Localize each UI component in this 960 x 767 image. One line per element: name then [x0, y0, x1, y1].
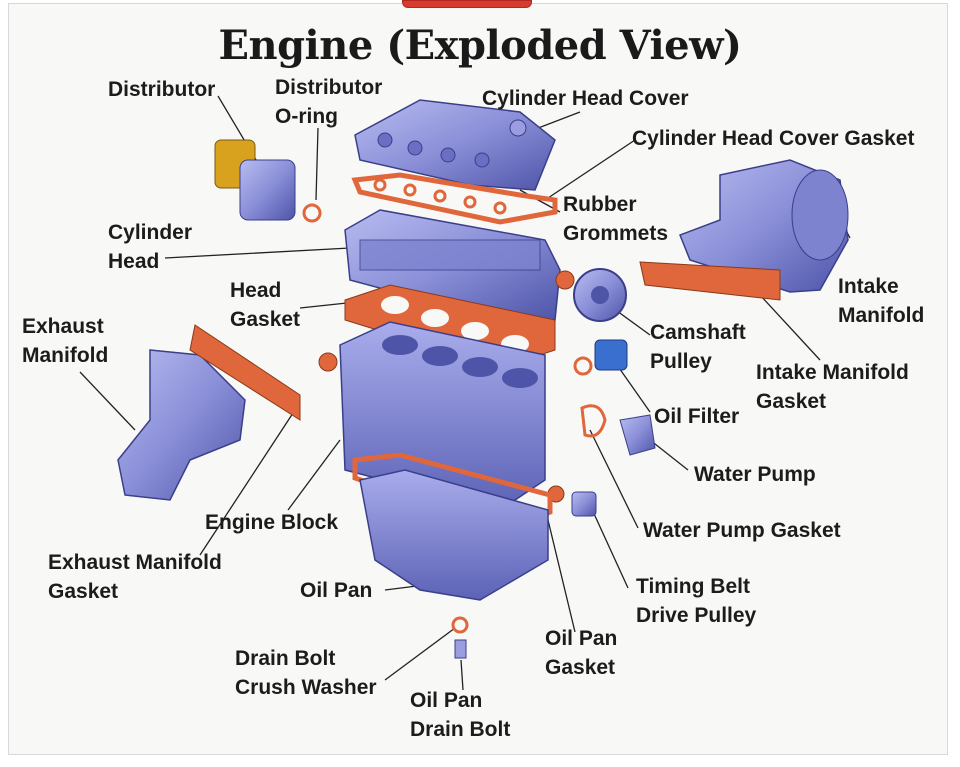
- diagram-title: Engine (Exploded View): [218, 22, 742, 69]
- water-pump-part: [580, 404, 656, 456]
- distributor-part: [214, 139, 322, 223]
- label-distributor: Distributor: [108, 78, 216, 101]
- label-oil-pan: Oil Pan: [300, 579, 373, 602]
- label-water-pump-gasket: Water Pump Gasket: [643, 519, 841, 542]
- intake-gasket-part: [639, 261, 781, 301]
- camshaft-pulley-part: [573, 268, 627, 322]
- label-water-pump: Water Pump: [694, 463, 816, 486]
- label-cylinder-head-cover: Cylinder Head Cover: [482, 87, 689, 110]
- top-tab: [402, 0, 532, 8]
- exhaust-manifold-part: [117, 349, 246, 501]
- intake-manifold-part: [679, 159, 849, 293]
- drain-bolt-part: [451, 616, 469, 659]
- exhaust-gasket-part: [189, 324, 301, 421]
- cover-gasket-part: [351, 172, 558, 225]
- label-oil-filter: Oil Filter: [654, 405, 740, 428]
- cylinder-head-cover-part: [354, 99, 556, 191]
- oil-pan-gasket-part: [352, 452, 553, 533]
- label-engine-block: Engine Block: [205, 511, 339, 534]
- label-cylinder-head-cover-gasket: Cylinder Head Cover Gasket: [632, 127, 915, 150]
- oil-pan-part: [359, 469, 549, 601]
- timing-pulley-part: [547, 485, 597, 517]
- engine-block-part: [318, 321, 546, 511]
- rubber-grommets-part: [373, 178, 507, 215]
- oil-filter-part: [573, 339, 628, 376]
